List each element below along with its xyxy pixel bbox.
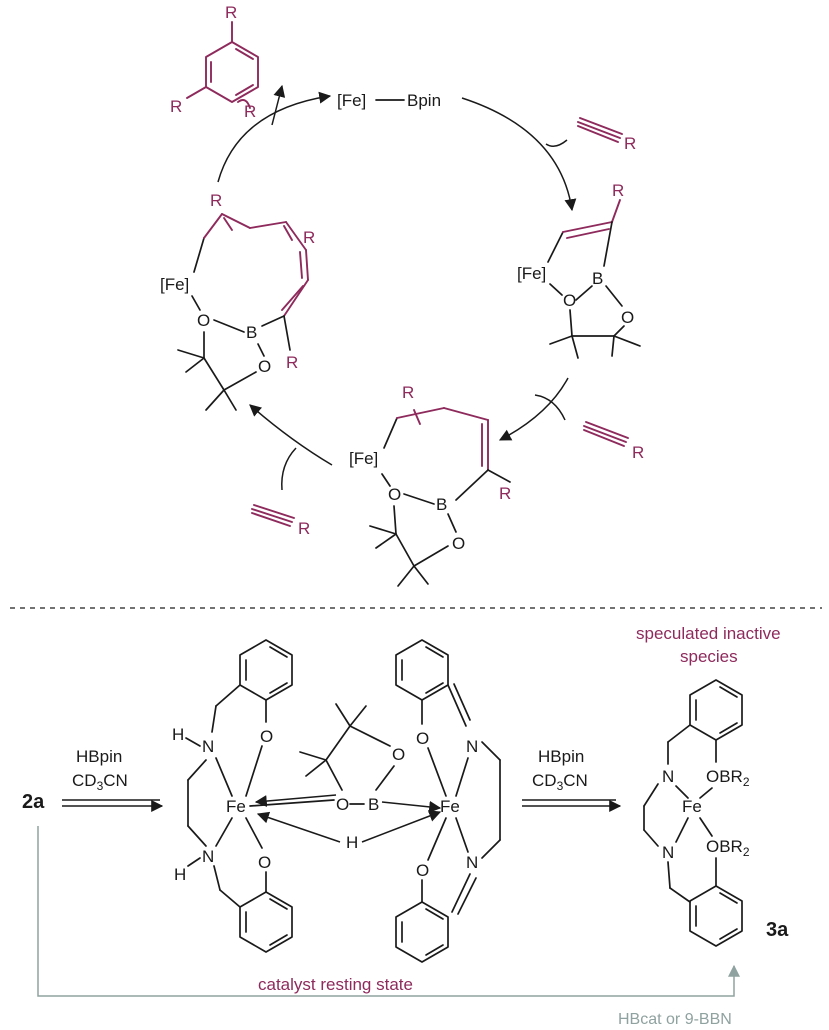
benzene-r-left: R <box>170 97 182 116</box>
inactive-species-3a: N OBR2 Fe N OBR2 <box>643 679 750 947</box>
reagent-1-line2: CD3CN <box>72 771 128 793</box>
compound-3a: 3a <box>766 919 789 941</box>
bypass-arrow <box>37 826 740 997</box>
m1-fe: [Fe] <box>517 264 546 283</box>
m2-o-left: O <box>388 485 401 504</box>
rs-n1: N <box>202 737 214 756</box>
i-fe: Fe <box>682 797 702 816</box>
rs-o-ring: O <box>392 745 405 764</box>
ferracyclopentene: [Fe] R B O O <box>517 181 641 359</box>
i-obr2: OBR2 <box>706 837 750 859</box>
rs-h2: H <box>174 865 186 884</box>
m3-o-left: O <box>197 311 210 330</box>
benzene-r-top: R <box>225 3 237 22</box>
reagent-1-line1: HBpin <box>76 747 122 766</box>
m2-r-top: R <box>402 383 414 402</box>
alkyne-addition-curve-3 <box>281 447 297 491</box>
bpin-label: Bpin <box>407 91 441 110</box>
m2-r-bottom: R <box>499 484 511 503</box>
bypass-reagent: HBcat or 9-BBN <box>618 1011 732 1028</box>
rs-o-bridge: O <box>336 795 349 814</box>
rs-n4: N <box>466 853 478 872</box>
rs-h1: H <box>172 725 184 744</box>
reagent-2-line1: HBpin <box>538 747 584 766</box>
rs-fe2: Fe <box>440 797 460 816</box>
m2-b: B <box>436 495 447 514</box>
rs-o2: O <box>258 853 271 872</box>
rs-b-bridge: B <box>368 795 379 814</box>
release-arrow <box>271 84 286 126</box>
h-fe-left <box>256 811 341 843</box>
alkyne-addition-curve-2 <box>534 394 566 421</box>
benzene-product: R R R <box>170 3 259 121</box>
inactive-caption-2: species <box>680 647 738 666</box>
ferracycloheptadiene: [Fe] R R B O O <box>349 383 511 587</box>
m3-r-top: R <box>210 191 222 210</box>
m3-r-right: R <box>303 228 315 247</box>
alkyne-3-r: R <box>298 519 310 538</box>
agostic-arrow <box>254 794 337 808</box>
m1-r: R <box>612 181 624 200</box>
rs-n3: N <box>466 737 478 756</box>
m2-fe: [Fe] <box>349 449 378 468</box>
alkyne-addition-curve-1 <box>545 139 568 147</box>
alkyne-1-r: R <box>624 134 636 153</box>
cycle-arrow-right-down <box>498 377 569 441</box>
cycle-arrow-left-up <box>217 91 332 183</box>
compound-2a: 2a <box>22 791 45 813</box>
rs-h-bridge: H <box>346 833 358 852</box>
alkyne-1: R <box>577 117 636 153</box>
resting-state-caption: catalyst resting state <box>258 975 413 994</box>
m1-b: B <box>592 269 603 288</box>
h-fe-right <box>361 810 442 843</box>
alkyne-2-r: R <box>632 443 644 462</box>
cycle-arrow-bottom-left <box>249 404 333 466</box>
rs-n2: N <box>202 847 214 866</box>
m1-o-right: O <box>621 308 634 327</box>
inactive-caption-1: speculated inactive <box>636 624 781 643</box>
alkyne-2: R <box>583 421 644 462</box>
rs-o3: O <box>416 729 429 748</box>
m1-o-left: O <box>563 291 576 310</box>
benzene-r-right: R <box>244 102 256 121</box>
i-n2: N <box>662 843 674 862</box>
rs-o4: O <box>416 861 429 880</box>
m2-o-right: O <box>452 534 465 553</box>
fe-bpin: [Fe] Bpin <box>337 91 441 110</box>
alkyne-3: R <box>251 504 310 538</box>
b-fe-arrow <box>381 800 442 813</box>
ferracyclononatriene: [Fe] R R R B O O <box>160 191 315 411</box>
m3-b: B <box>246 323 257 342</box>
m3-r-bottom: R <box>286 353 298 372</box>
reagent-2-line2: CD3CN <box>532 771 588 793</box>
i-obr1: OBR2 <box>706 767 750 789</box>
fe-label: [Fe] <box>337 91 366 110</box>
i-n1: N <box>662 767 674 786</box>
m3-o-right: O <box>258 357 271 376</box>
catalyst-resting-state: O N H Fe N H O O B O <box>172 639 501 963</box>
rs-fe1: Fe <box>226 797 246 816</box>
m3-fe: [Fe] <box>160 275 189 294</box>
cycle-arrow-top-right <box>461 97 577 212</box>
rs-o1: O <box>260 727 273 746</box>
